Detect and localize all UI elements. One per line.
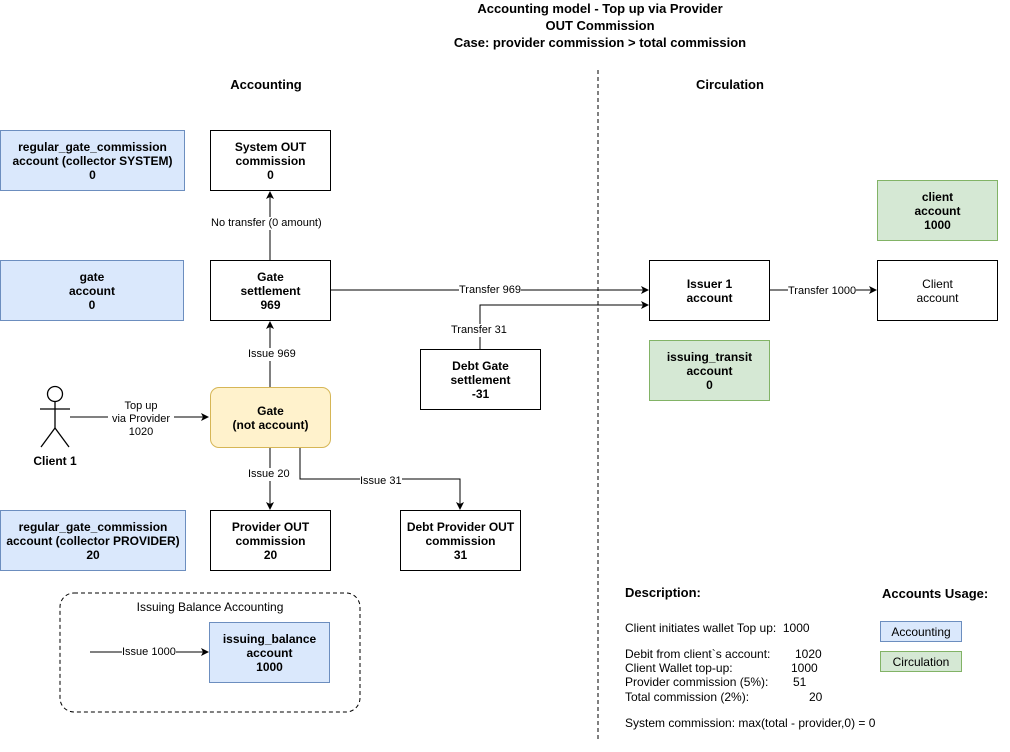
description-line: Client Wallet top-up: 1000 — [625, 661, 818, 676]
node-line: (not account) — [232, 417, 309, 432]
node-line: Client — [922, 276, 953, 291]
node-value: 969 — [260, 297, 281, 312]
description-line: Total commission (2%): 20 — [625, 690, 822, 705]
description-value: 1000 — [791, 661, 818, 675]
description-heading: Description: — [625, 585, 701, 600]
provider-out-commission-node[interactable]: Provider OUT commission 20 — [210, 510, 331, 571]
section-circulation-heading: Circulation — [696, 77, 764, 92]
node-line: System OUT — [234, 139, 307, 154]
legend-accounting-swatch: Accounting — [880, 621, 962, 642]
legend-heading: Accounts Usage: — [882, 586, 989, 601]
edge-label-issue-1000: Issue 1000 — [122, 646, 176, 659]
node-line: account (collector SYSTEM) — [12, 153, 173, 168]
diagram-title-line2: OUT Commission — [545, 18, 655, 33]
section-accounting-heading: Accounting — [230, 77, 302, 92]
legend-circulation-swatch: Circulation — [880, 651, 962, 672]
description-formula: System commission: max(total - provider,… — [625, 716, 876, 730]
node-line: account — [686, 363, 733, 378]
diagram-title-line1: Accounting model - Top up via Provider — [477, 1, 723, 16]
client-account-node[interactable]: Client account — [877, 260, 998, 321]
node-value: 0 — [267, 167, 274, 182]
node-line: commission — [235, 533, 306, 548]
top-up-line: via Provider — [108, 413, 174, 426]
description-label: Client Wallet top-up: — [625, 661, 733, 675]
node-line: commission — [425, 533, 496, 548]
node-line: account — [246, 645, 293, 660]
node-value: 1000 — [924, 217, 951, 232]
node-line: regular_gate_commission — [18, 139, 167, 154]
diagram-title-line3: Case: provider commission > total commis… — [453, 35, 747, 50]
regular-gate-commission-system-node[interactable]: regular_gate_commission account (collect… — [0, 130, 185, 191]
issuing-balance-account-node[interactable]: issuing_balance account 1000 — [209, 622, 330, 683]
node-line: issuing_balance — [222, 631, 317, 646]
edge-label-transfer-1000: Transfer 1000 — [788, 285, 857, 298]
node-value: -31 — [471, 386, 490, 401]
node-line: settlement — [240, 283, 301, 298]
node-value: 20 — [263, 547, 278, 562]
node-line: account (collector PROVIDER) — [6, 533, 180, 548]
edge-label-issue-20: Issue 20 — [248, 468, 290, 481]
node-line: commission — [235, 153, 306, 168]
description-value: 1020 — [795, 647, 822, 661]
edge-label-transfer-31: Transfer 31 — [451, 324, 507, 337]
gate-node[interactable]: Gate (not account) — [210, 387, 331, 448]
issuing-transit-account-node[interactable]: issuing_transit account 0 — [649, 340, 770, 401]
node-line: Issuer 1 — [686, 276, 733, 291]
node-line: regular_gate_commission — [18, 519, 168, 534]
description-label: Provider commission (5%): — [625, 675, 769, 689]
description-value: 51 — [793, 675, 807, 689]
node-line: Gate — [257, 403, 284, 418]
edge-label-issue-969: Issue 969 — [248, 348, 296, 361]
node-value: 0 — [89, 167, 96, 182]
description-label: Client initiates wallet Top up: — [625, 621, 777, 635]
edge-label-top-up: Top up via Provider 1020 — [108, 400, 174, 439]
node-line: Debt Provider OUT — [406, 519, 515, 534]
description-label: Total commission (2%): — [625, 690, 750, 704]
description-value: 20 — [809, 690, 823, 704]
debt-provider-out-commission-node[interactable]: Debt Provider OUT commission 31 — [400, 510, 521, 571]
node-line: client — [921, 189, 954, 204]
description-line: Debit from client`s account: 1020 — [625, 647, 822, 662]
node-line: account — [686, 290, 733, 305]
system-out-commission-node[interactable]: System OUT commission 0 — [210, 130, 331, 191]
node-line: Gate — [257, 269, 284, 284]
client-actor-label: Client 1 — [33, 454, 77, 468]
node-line: gate — [79, 269, 105, 284]
node-value: 0 — [706, 377, 713, 392]
debt-gate-settlement-node[interactable]: Debt Gate settlement -31 — [420, 349, 541, 410]
node-line: account — [916, 290, 959, 305]
top-up-amount: 1020 — [108, 426, 174, 439]
node-line: issuing_transit — [666, 349, 753, 364]
node-line: Debt Gate — [452, 358, 509, 373]
edge-label-issue-31: Issue 31 — [360, 475, 402, 488]
description-value: 1000 — [782, 621, 810, 635]
issuing-balance-group — [59, 592, 361, 713]
node-value: 31 — [453, 547, 468, 562]
issuing-balance-group-label: Issuing Balance Accounting — [136, 600, 284, 614]
node-line: account — [68, 283, 115, 298]
gate-account-node[interactable]: gate account 0 — [0, 260, 184, 321]
client-account-balance-node[interactable]: client account 1000 — [877, 180, 998, 241]
edge-label-no-transfer: No transfer (0 amount) — [211, 217, 322, 230]
node-value: 1000 — [256, 659, 283, 674]
node-line: settlement — [450, 372, 511, 387]
client-actor-icon — [40, 385, 70, 448]
regular-gate-commission-provider-node[interactable]: regular_gate_commission account (collect… — [0, 510, 186, 571]
node-value: 0 — [88, 297, 96, 312]
description-line: Provider commission (5%): 51 — [625, 675, 806, 690]
gate-settlement-node[interactable]: Gate settlement 969 — [210, 260, 331, 321]
edge-label-transfer-969: Transfer 969 — [459, 284, 521, 297]
description-label: Debit from client`s account: — [625, 647, 771, 661]
top-up-line: Top up — [108, 400, 174, 413]
description-line: Client initiates wallet Top up: 1000 — [625, 621, 810, 636]
node-line: account — [914, 203, 961, 218]
node-line: Provider OUT — [231, 519, 310, 534]
issuer-account-node[interactable]: Issuer 1 account — [649, 260, 770, 321]
node-value: 20 — [86, 547, 100, 562]
